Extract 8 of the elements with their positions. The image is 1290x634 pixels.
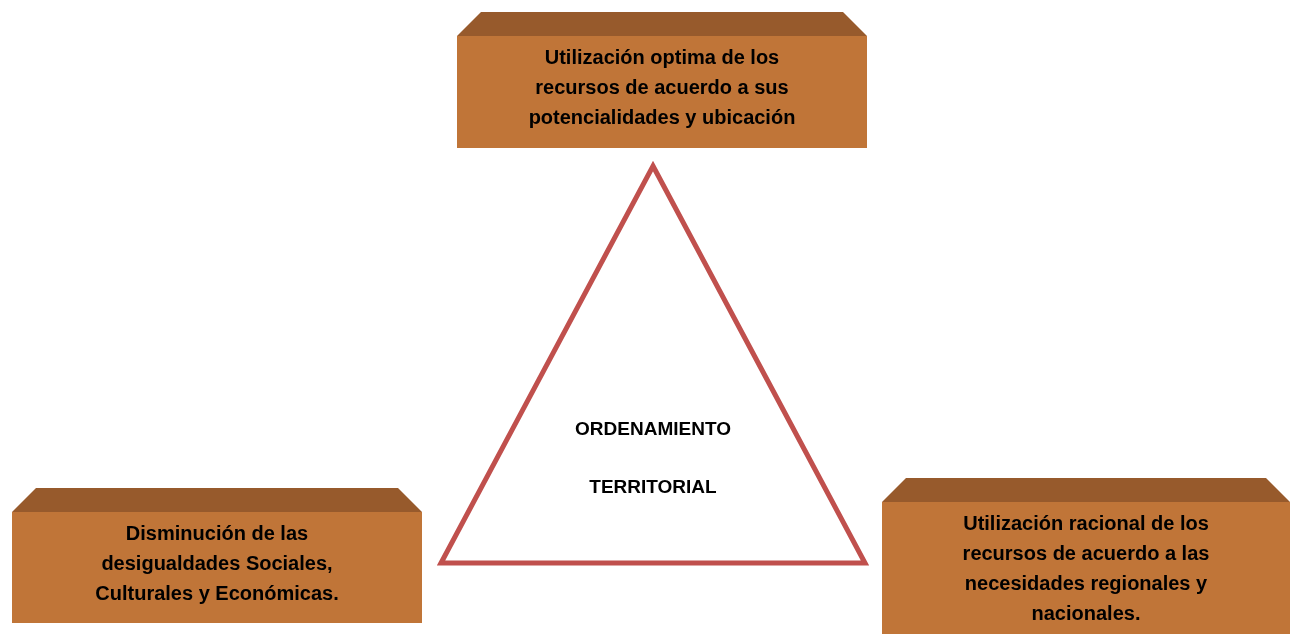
bevelled-block xyxy=(457,12,867,148)
node-text: ORDENAMIENTO TERRITORIAL xyxy=(574,417,732,499)
node-text: Disminución de las desigualdades Sociales, Culturales y Económicas. xyxy=(94,521,340,606)
bevelled-block xyxy=(12,488,422,623)
node-text: Utilización racional de los recursos de acuerdo a las necesidades regionales y nacionales. xyxy=(961,511,1211,626)
node-text: Utilización optima de los recursos de acuerdo a sus potencialidades y ubicación xyxy=(527,45,797,130)
bevelled-block xyxy=(882,478,1290,634)
triangle xyxy=(436,160,870,568)
